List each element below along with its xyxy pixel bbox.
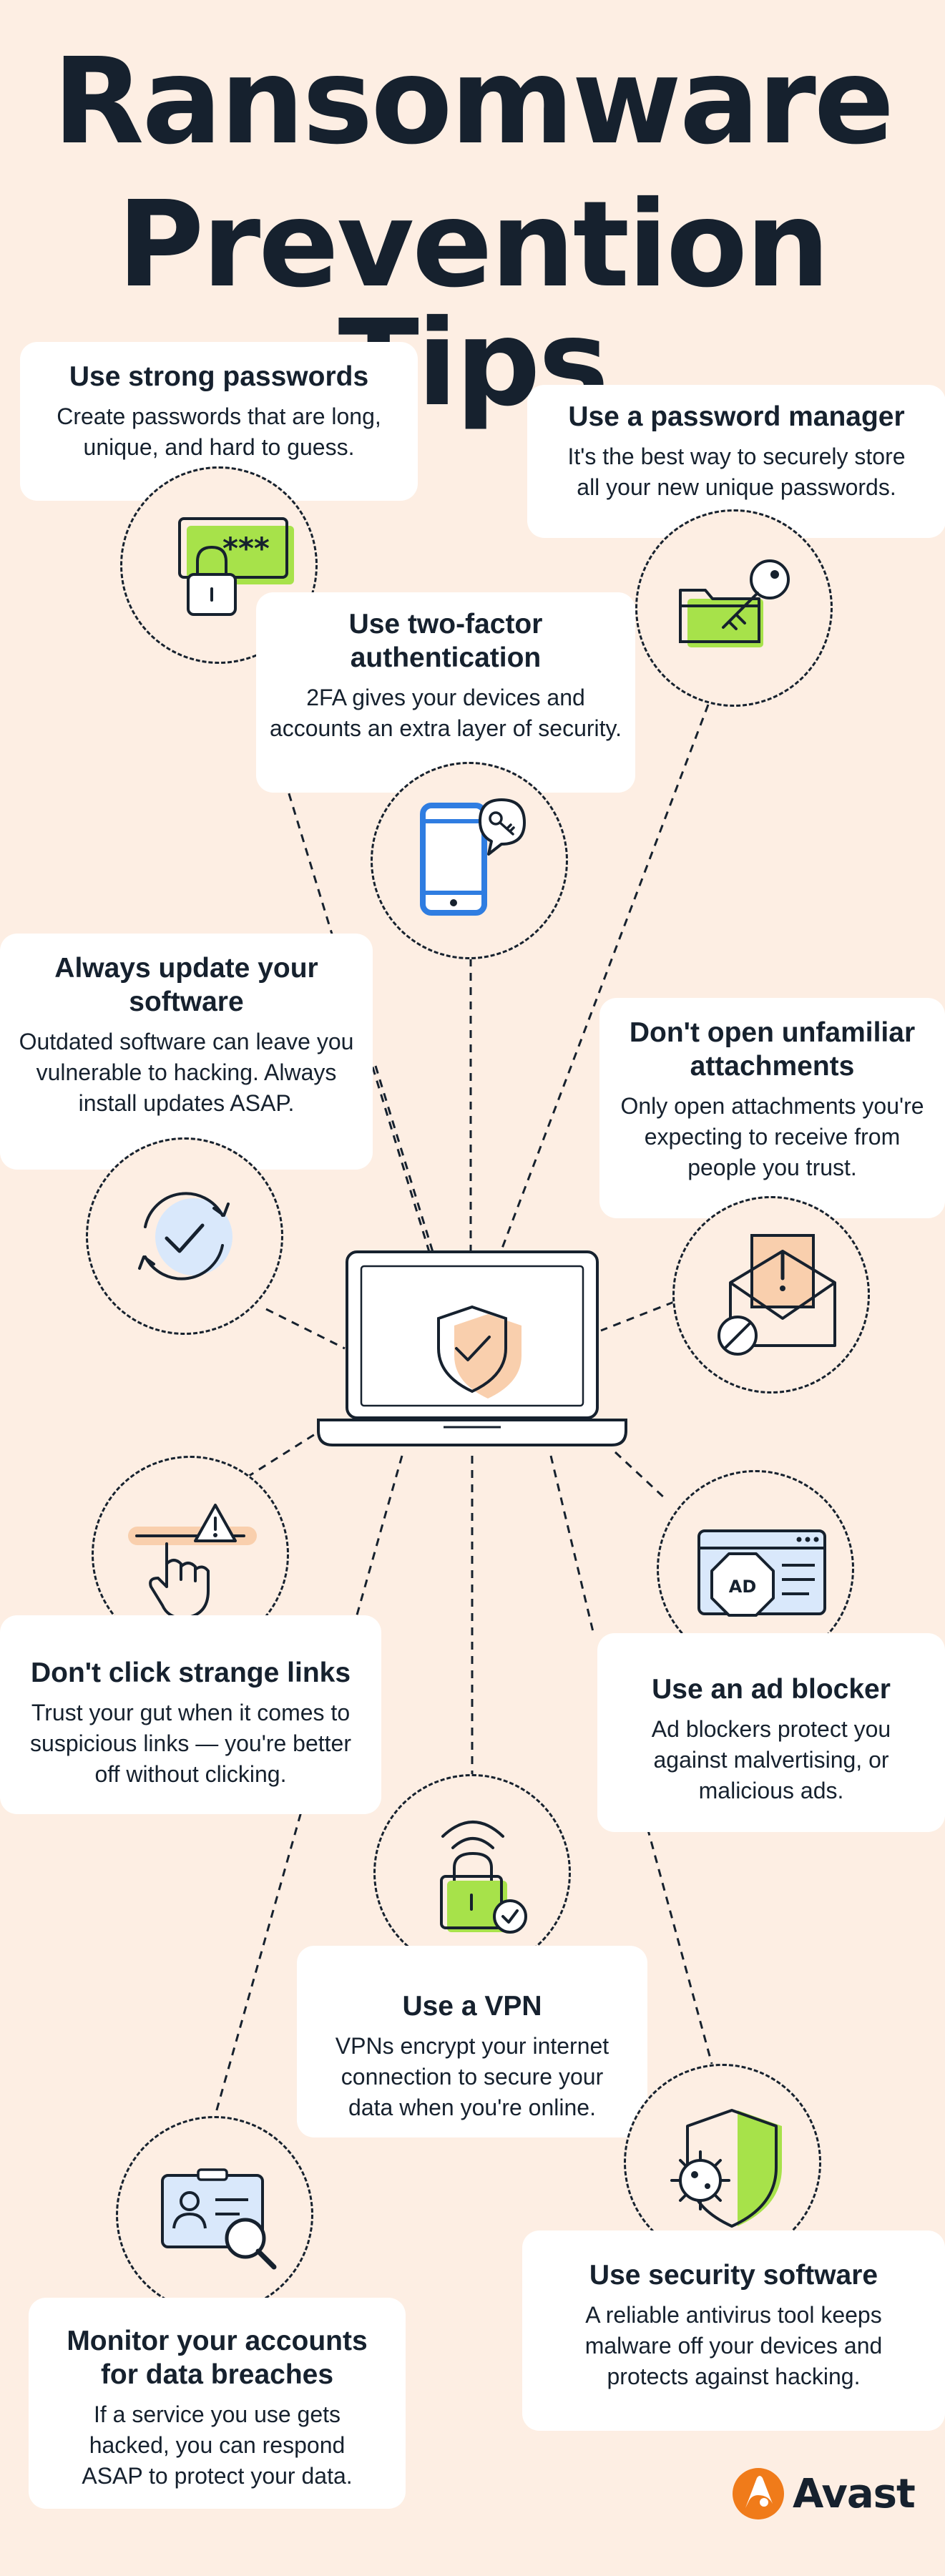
tip-text: VPNs encrypt your internet connection to… <box>335 2032 609 2121</box>
avast-logo-icon <box>733 2468 784 2519</box>
tip-text: Outdated software can leave you vulnerab… <box>19 1028 354 1116</box>
hand-warning-icon <box>128 1504 257 1620</box>
page-title: Ransomware <box>52 33 895 171</box>
tip-card-strange-links: Don't click strange links Trust your gut… <box>0 1615 381 1814</box>
tip-icon-circle <box>371 762 568 959</box>
ad-block-icon: AD <box>697 1529 826 1617</box>
tip-text: Only open attachments you're expecting t… <box>620 1092 924 1180</box>
vpn-lock-icon <box>440 1821 527 1934</box>
envelope-warning-icon <box>718 1234 836 1356</box>
tip-card-attachments: Don't open unfamiliar attachments Only o… <box>599 998 945 1218</box>
tip-card-strong-passwords: Use strong passwords Create passwords th… <box>20 342 418 501</box>
brand-logo: Avast <box>731 2467 916 2521</box>
tip-text: Ad blockers protect you against malverti… <box>651 1715 891 1804</box>
tip-text: It's the best way to securely store all … <box>567 443 906 500</box>
tip-heading: Use security software <box>589 2260 878 2291</box>
tip-card-security-software: Use security software A reliable antivir… <box>522 2230 945 2431</box>
tip-icon-circle <box>116 2116 313 2313</box>
tip-icon-circle <box>373 1774 571 1972</box>
tip-card-update-software: Always update your software Outdated sof… <box>0 934 373 1170</box>
phone-key-icon <box>420 798 526 916</box>
virus-shield-icon <box>670 2109 782 2228</box>
tip-heading: Don't click strange links <box>30 1657 351 1688</box>
password-lock-icon: *** <box>178 517 294 616</box>
tip-heading: Use two-factor authentication <box>348 609 543 673</box>
tip-text: A reliable antivirus tool keeps malware … <box>584 2301 883 2390</box>
id-card-search-icon <box>161 2168 277 2270</box>
update-check-icon <box>138 1192 232 1280</box>
tip-icon-circle <box>86 1137 283 1335</box>
laptop-shield-icon <box>317 1250 627 1446</box>
ad-label: AD <box>729 1577 757 1597</box>
tip-text: 2FA gives your devices and accounts an e… <box>269 684 622 741</box>
tip-card-two-factor: Use two-factor authentication 2FA gives … <box>256 592 635 793</box>
tip-text: Trust your gut when it comes to suspicio… <box>30 1699 351 1788</box>
tip-icon-circle <box>624 2064 821 2261</box>
tip-heading: Use strong passwords <box>69 361 369 392</box>
tip-heading: Don't open unfamiliar attachments <box>629 1017 916 1082</box>
tip-icon-circle <box>635 509 833 707</box>
tip-heading: Use a password manager <box>568 401 905 432</box>
password-stars: *** <box>222 531 270 566</box>
brand-name: Avast <box>793 2470 916 2517</box>
tip-card-vpn: Use a VPN VPNs encrypt your internet con… <box>297 1946 647 2137</box>
tip-text: Create passwords that are long, unique, … <box>57 403 381 460</box>
tip-heading: Always update your software <box>54 953 318 1017</box>
tip-card-monitor-accounts: Monitor your accounts for data breaches … <box>29 2298 406 2509</box>
tip-heading: Use an ad blocker <box>652 1674 891 1705</box>
tip-text: If a service you use gets hacked, you ca… <box>82 2401 353 2489</box>
tip-card-ad-blocker: Use an ad blocker Ad blockers protect yo… <box>597 1633 945 1832</box>
tip-icon-circle <box>672 1196 870 1394</box>
tip-heading: Use a VPN <box>402 1991 542 2022</box>
folder-key-icon <box>679 559 790 647</box>
tip-heading: Monitor your accounts for data breaches <box>67 2326 368 2390</box>
